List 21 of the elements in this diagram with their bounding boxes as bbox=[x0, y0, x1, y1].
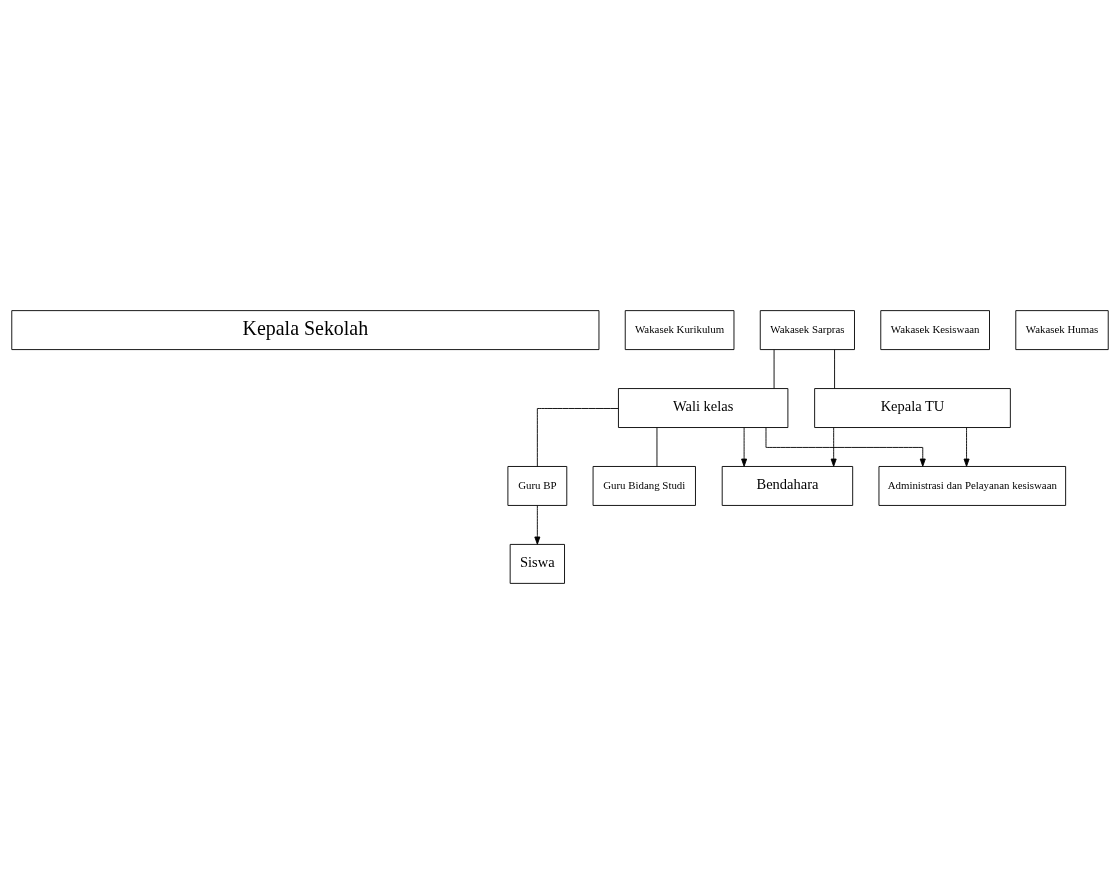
node-box: Wali kelas bbox=[618, 387, 789, 428]
node-box: Kepala TU bbox=[814, 387, 1011, 428]
node-box: Guru BP bbox=[507, 465, 568, 506]
node-box: Wakasek Humas bbox=[1015, 309, 1109, 350]
node-box: Wakasek Kurikulum bbox=[624, 309, 735, 350]
connector bbox=[773, 348, 775, 389]
node-box: Kepala Sekolah bbox=[11, 309, 600, 350]
connector bbox=[536, 407, 619, 467]
node-box: Guru Bidang Studi bbox=[592, 465, 696, 506]
arrow bbox=[830, 426, 837, 467]
node-box: Administrasi dan Pelayanan kesiswaan bbox=[878, 465, 1067, 506]
arrow bbox=[765, 426, 926, 467]
node-box: Wakasek Sarpras bbox=[759, 309, 855, 350]
connector bbox=[834, 348, 835, 389]
arrow bbox=[963, 426, 970, 467]
arrow bbox=[741, 426, 748, 467]
node-box: Siswa bbox=[509, 543, 565, 584]
connector bbox=[656, 426, 658, 467]
arrow bbox=[534, 504, 541, 545]
node-box: Wakasek Kesiswaan bbox=[880, 309, 990, 350]
node-box: Bendahara bbox=[721, 465, 854, 506]
